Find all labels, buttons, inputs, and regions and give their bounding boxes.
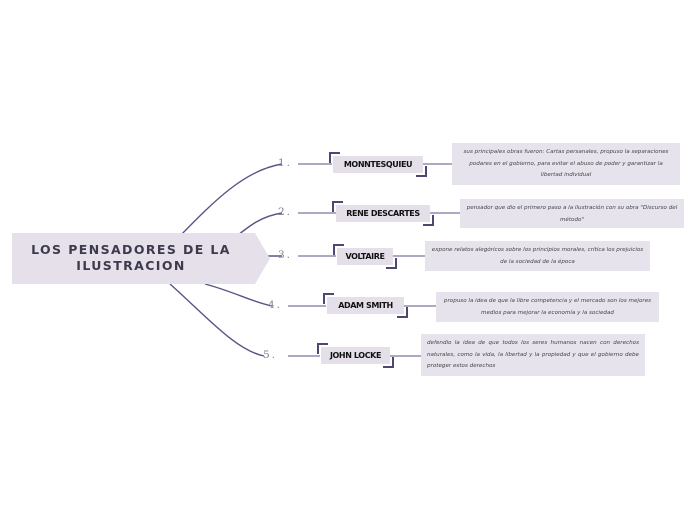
branch-description-3[interactable]: expone relatos alegóricos sobre los prin…	[425, 241, 650, 271]
link-central-to-1	[177, 163, 283, 239]
branch-name-3[interactable]: VOLTAIRE	[333, 244, 397, 269]
branch-name-label: JOHN LOCKE	[329, 351, 382, 360]
branch-description-5[interactable]: defendio la idea de que todos los seres …	[421, 334, 645, 376]
branch-number-4: 4.	[268, 299, 283, 311]
link-central-to-4	[204, 283, 273, 307]
bracket-corner	[329, 152, 340, 163]
bracket-corner	[397, 307, 408, 318]
link-central-to-5	[169, 283, 265, 357]
bracket-corner	[386, 258, 397, 269]
central-topic-title: LOS PENSADORES DE LA ILUSTRACION	[31, 242, 231, 273]
central-topic[interactable]: LOS PENSADORES DE LA ILUSTRACION	[12, 233, 270, 284]
branch-name-5[interactable]: JOHN LOCKE	[317, 343, 394, 368]
branch-name-label: ADAM SMITH	[338, 301, 393, 310]
branch-name-label: RENE DESCARTES	[346, 209, 420, 218]
branch-number-1: 1.	[278, 157, 293, 169]
branch-number-2: 2.	[278, 206, 293, 218]
branch-name-label: VOLTAIRE	[345, 252, 385, 261]
branch-number-5: 5.	[263, 349, 278, 361]
bracket-corner	[333, 244, 344, 255]
branch-name-2[interactable]: RENE DESCARTES	[332, 201, 434, 226]
bracket-corner	[383, 357, 394, 368]
bracket-corner	[423, 215, 434, 226]
bracket-corner	[416, 166, 427, 177]
branch-name-4[interactable]: ADAM SMITH	[323, 293, 408, 318]
central-topic-shape	[12, 233, 270, 284]
bracket-corner	[332, 201, 343, 212]
bracket-corner	[317, 343, 328, 354]
branch-description-4[interactable]: propuso la idea de que la libre competen…	[436, 292, 659, 322]
branch-number-3: 3.	[278, 249, 293, 261]
branch-name-1[interactable]: MONNTESQUIEU	[329, 152, 427, 177]
branch-description-1[interactable]: sus principales obras fueron: Cartas per…	[452, 143, 680, 185]
branch-name-label: MONNTESQUIEU	[343, 160, 413, 169]
bracket-corner	[323, 293, 334, 304]
branch-description-2[interactable]: pensador que dio el primero paso a la il…	[460, 199, 684, 228]
